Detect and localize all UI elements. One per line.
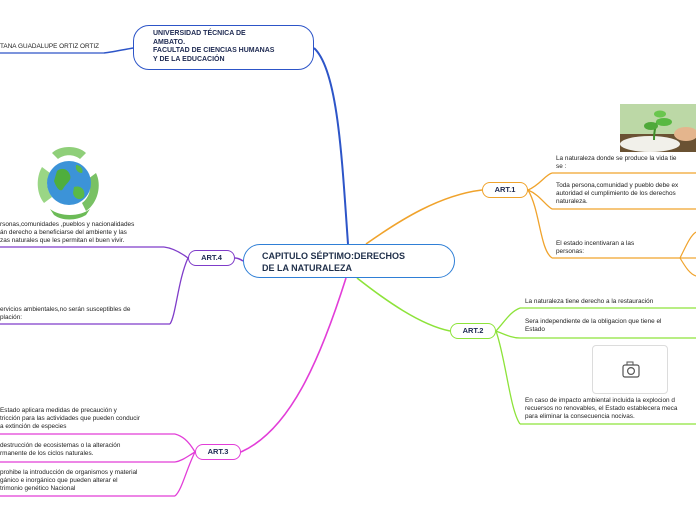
art1-item2-line2: autoridad el cumplimiento de los derecho… (556, 190, 676, 198)
connector-art1-sub3 (679, 257, 696, 277)
connector-central-to-art2 (356, 277, 451, 332)
art3-item3-line3: trimonio genético Nacional (0, 485, 76, 493)
art1-item2-text: Toda persona,comunidad y pueblo debe ex … (556, 182, 678, 207)
art4-node[interactable]: ART.4 (188, 250, 235, 266)
connector-central-to-art4 (234, 257, 244, 262)
connector-university-to-author (103, 47, 134, 54)
connector-central-to-art3 (240, 277, 347, 453)
university-line-2: AMBATO. (153, 38, 186, 46)
art2-node[interactable]: ART.2 (450, 323, 496, 339)
art2-item2-text: Sera independiente de la obligacion que … (525, 318, 661, 334)
art2-item3-text: En caso de impacto ambiental incluida la… (525, 397, 677, 422)
connector-art4-item1 (163, 246, 189, 259)
art4-item1-line1: rsonas,comunidades ,pueblos y nacionalid… (0, 221, 135, 228)
art3-item1-line1: Estado aplicara medidas de precaución y (0, 407, 117, 414)
university-line-4: Y DE LA EDUCACIÓN (153, 55, 225, 63)
art1-item3-line1: El estado incentivaran a las (556, 240, 635, 247)
recycling-globe-image (30, 143, 110, 221)
connector-art3-item1 (174, 433, 196, 453)
art4-item2-text: ervicios ambientales,no serán susceptibl… (0, 306, 130, 322)
central-title-line-2: DE LA NATURALEZA (262, 263, 352, 273)
connector-art1-item2 (527, 189, 553, 210)
art3-item1-text: Estado aplicara medidas de precaución y … (0, 407, 140, 432)
connector-central-to-art1 (365, 189, 483, 245)
art3-item1-line2: tricción para las actividades que pueden… (0, 415, 140, 423)
art1-item2-line3: naturaleza. (556, 198, 588, 206)
art2-item1-text: La naturaleza tiene derecho a la restaur… (525, 298, 654, 305)
art4-item1-line3: zas naturales que les permitan el buen v… (0, 237, 125, 245)
art2-item3-line1: En caso de impacto ambiental incluida la… (525, 397, 675, 404)
art1-item1-text: La naturaleza donde se produce la vida t… (556, 155, 676, 171)
art1-item1-line2: se : (556, 163, 567, 171)
art2-item2-line1: Sera independiente de la obligacion que … (525, 318, 662, 325)
art4-item2-line2: plación: (0, 314, 23, 322)
university-line-1: UNIVERSIDAD TÉCNICA DE (153, 30, 246, 37)
art4-item1-line2: án derecho a beneficiarse del ambiente y… (0, 229, 127, 237)
art1-item2-line1: Toda persona,comunidad y pueblo debe ex (556, 182, 679, 189)
art3-item3-line1: prohibe la introducción de organismos y … (0, 469, 138, 476)
art2-item3-line2: recuersos no renovables, el Estado estab… (525, 405, 678, 413)
connector-art4-item2 (169, 257, 189, 325)
connector-art1-sub1 (679, 231, 696, 259)
art1-item3-text: El estado incentivaran a las personas: (556, 240, 634, 256)
central-topic-node[interactable]: CAPITULO SÉPTIMO:DERECHOS DE LA NATURALE… (243, 244, 455, 278)
connector-art2-item1 (495, 307, 521, 332)
connector-art3-item2 (174, 451, 196, 463)
art2-item2-line2: Estado (525, 326, 545, 334)
connector-art1-item3 (527, 189, 553, 259)
university-node[interactable]: UNIVERSIDAD TÉCNICA DE AMBATO. FACULTAD … (133, 25, 314, 70)
camera-icon (622, 361, 640, 378)
author-name: TANA GUADALUPE ORTIZ ORTIZ (0, 43, 100, 50)
art4-item2-line1: ervicios ambientales,no serán susceptibl… (0, 306, 131, 313)
plant-photo-image (620, 104, 696, 152)
connector-art2-item3 (495, 330, 521, 425)
art1-item1-line1: La naturaleza donde se produce la vida t… (556, 155, 677, 162)
art4-item1-text: rsonas,comunidades ,pueblos y nacionalid… (0, 221, 134, 246)
art3-item2-line1: destrucción de ecosistemas o la alteraci… (0, 442, 121, 449)
art3-item3-text: prohibe la introducción de organismos y … (0, 469, 137, 494)
art3-item1-line3: a extinción de especies (0, 423, 67, 431)
art3-item3-line2: gánico e inorgánico que pueden alterar e… (0, 477, 118, 485)
university-line-3: FACULTAD DE CIENCIAS HUMANAS (153, 47, 275, 55)
connector-art1-item1 (527, 172, 553, 191)
connector-art3-item3 (174, 451, 196, 497)
art1-item3-line2: personas: (556, 248, 585, 256)
art3-item2-text: destrucción de ecosistemas o la alteraci… (0, 442, 120, 458)
art2-item3-line3: para eliminar la consecuencia nocivas. (525, 413, 635, 421)
central-title-line-1: CAPITULO SÉPTIMO:DERECHOS (262, 251, 406, 261)
art3-item2-line2: rmanente de los ciclos naturales. (0, 450, 94, 458)
connector-art2-item2 (495, 330, 521, 339)
image-placeholder[interactable] (592, 345, 668, 394)
art1-node[interactable]: ART.1 (482, 182, 528, 198)
art3-node[interactable]: ART.3 (195, 444, 241, 460)
connector-central-to-university (313, 47, 349, 245)
